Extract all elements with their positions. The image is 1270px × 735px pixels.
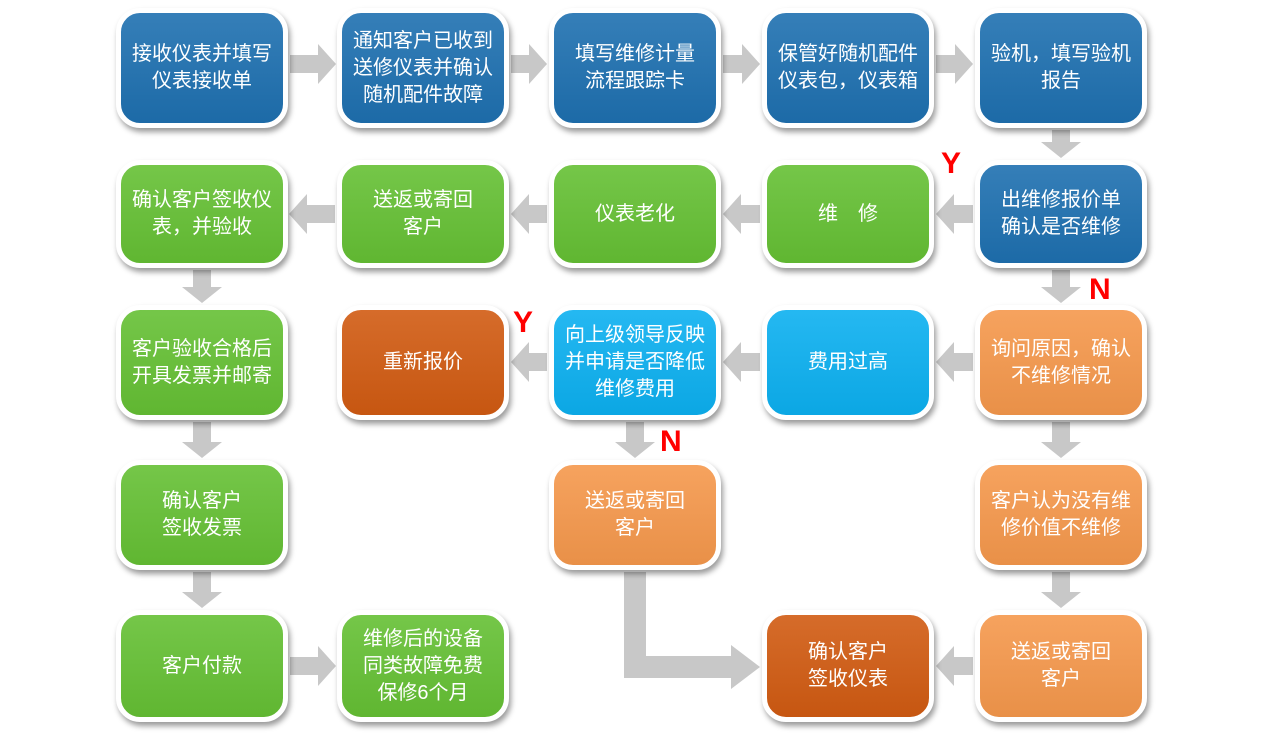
node-label: 询问原因，确认 不维修情况 — [991, 337, 1131, 387]
node-label: 送返或寄回 客户 — [373, 189, 473, 238]
branch-label-yes-repair: Y — [941, 147, 962, 180]
arrow-leader-to-requote — [511, 342, 547, 382]
node-label: 客户验收合格后 开具发票并邮寄 — [132, 337, 272, 387]
arrow-elbow-return2-to-confirm-final — [624, 572, 760, 689]
node-label: 确认客户签收仪 表，并验收 — [132, 189, 272, 238]
arrow-cost-to-leader — [723, 342, 760, 382]
node-ask-reason-no-repair: 询问原因，确认 不维修情况 — [975, 305, 1147, 420]
node-label: 客户付款 — [162, 654, 242, 677]
arrow-return1-to-confirm-accept — [289, 194, 335, 234]
node-label: 客户认为没有维 修价值不维修 — [991, 490, 1131, 539]
arrow-confirm-accept-to-invoice — [182, 270, 222, 303]
arrow-quote-to-repair — [936, 194, 973, 234]
node-label: 向上级领导反映 并申请是否降低 维修费用 — [565, 324, 705, 400]
node-repair: 维 修 — [762, 160, 934, 268]
node-label: 维修后的设备 同类故障免费 保修6个月 — [363, 627, 483, 704]
node-instrument-aging: 仪表老化 — [549, 160, 721, 268]
arrow-return3-to-confirm-final — [936, 646, 973, 686]
arrow-aging-to-return1 — [511, 194, 547, 234]
node-label: 通知客户已收到 送修仪表并确认 随机配件故障 — [353, 29, 493, 106]
node-label: 验机，填写验机 报告 — [991, 43, 1131, 92]
arrow-quote-to-askreason — [1041, 270, 1081, 303]
node-label: 保管好随机配件 仪表包，仪表箱 — [778, 43, 918, 92]
node-invoice-and-mail: 客户验收合格后 开具发票并邮寄 — [116, 305, 288, 420]
arrow-invoice-to-signinvoice — [182, 422, 222, 458]
node-quote-confirm-repair: 出维修报价单 确认是否维修 — [975, 160, 1147, 268]
node-no-repair-value: 客户认为没有维 修价值不维修 — [975, 460, 1147, 570]
branch-label-yes-requote: Y — [513, 306, 534, 339]
arrow-novalue-to-return3 — [1041, 572, 1081, 608]
node-label: 确认客户 签收仪表 — [808, 641, 888, 690]
arrow-pay-to-warranty — [290, 646, 336, 686]
node-label: 维 修 — [818, 202, 878, 225]
node-label: 仪表老化 — [595, 202, 675, 225]
node-label: 送返或寄回 客户 — [1011, 641, 1111, 690]
arrow-notify-to-tracking — [511, 44, 547, 84]
node-label: 重新报价 — [383, 351, 463, 373]
arrow-askreason-to-cost — [936, 342, 973, 382]
node-label: 确认客户 签收发票 — [162, 490, 242, 539]
arrow-askreason-to-novalue — [1041, 422, 1081, 458]
arrow-inspect-to-quote — [1041, 130, 1081, 158]
node-confirm-sign-invoice: 确认客户 签收发票 — [116, 460, 288, 570]
node-report-to-leader: 向上级领导反映 并申请是否降低 维修费用 — [549, 305, 721, 420]
branch-label-no-repair: N — [1089, 273, 1111, 306]
arrow-signinvoice-to-pay — [182, 572, 222, 608]
node-confirm-sign-instrument-accept: 确认客户签收仪 表，并验收 — [116, 160, 288, 268]
node-fill-tracking-card: 填写维修计量 流程跟踪卡 — [549, 8, 721, 128]
arrow-tracking-to-keep — [723, 44, 760, 84]
node-confirm-sign-instrument-final: 确认客户 签收仪表 — [762, 610, 934, 722]
node-warranty-6-months: 维修后的设备 同类故障免费 保修6个月 — [337, 610, 509, 722]
node-cost-too-high: 费用过高 — [762, 305, 934, 420]
node-label: 费用过高 — [808, 351, 888, 373]
node-requote: 重新报价 — [337, 305, 509, 420]
node-label: 送返或寄回 客户 — [585, 490, 685, 539]
branch-label-no-return: N — [660, 425, 682, 458]
node-label: 出维修报价单 确认是否维修 — [1001, 189, 1121, 238]
arrow-leader-to-return2 — [615, 422, 655, 458]
node-label: 填写维修计量 流程跟踪卡 — [575, 43, 695, 92]
node-return-to-customer-1: 送返或寄回 客户 — [337, 160, 509, 268]
node-receive-instrument: 接收仪表并填写 仪表接收单 — [116, 8, 288, 128]
arrow-repair-to-aging — [723, 194, 760, 234]
node-customer-pay: 客户付款 — [116, 610, 288, 722]
node-notify-customer: 通知客户已收到 送修仪表并确认 随机配件故障 — [337, 8, 509, 128]
node-return-to-customer-3: 送返或寄回 客户 — [975, 610, 1147, 722]
arrow-receive-to-notify — [290, 44, 336, 84]
arrow-keep-to-inspect — [936, 44, 973, 84]
node-keep-accessories: 保管好随机配件 仪表包，仪表箱 — [762, 8, 934, 128]
node-inspect-machine: 验机，填写验机 报告 — [975, 8, 1147, 128]
node-label: 接收仪表并填写 仪表接收单 — [132, 43, 272, 92]
node-return-to-customer-2: 送返或寄回 客户 — [549, 460, 721, 570]
